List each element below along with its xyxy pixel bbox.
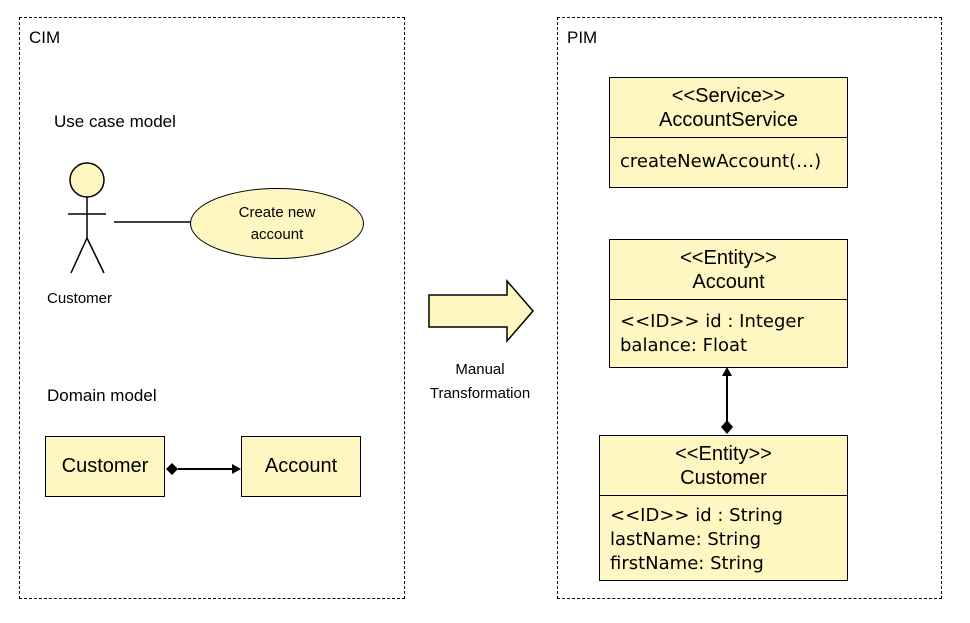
actor-head bbox=[69, 162, 105, 198]
arrowhead bbox=[722, 367, 732, 376]
account-stereotype: <<Entity>> bbox=[680, 246, 777, 269]
account-class-header: <<Entity>> Account bbox=[610, 240, 847, 300]
domain-association bbox=[166, 463, 241, 475]
use-case-model-heading: Use case model bbox=[54, 112, 176, 131]
transformation-arrow bbox=[428, 278, 534, 344]
customer-name: Customer bbox=[680, 466, 767, 489]
service-stereotype: <<Service>> bbox=[671, 84, 786, 107]
cim-panel bbox=[19, 17, 405, 599]
customer-stereotype: <<Entity>> bbox=[675, 442, 772, 465]
use-case-label: Create new account bbox=[238, 203, 316, 243]
domain-model-heading: Domain model bbox=[47, 386, 157, 405]
account-attr-balance: balance: Float bbox=[620, 335, 748, 356]
actor-figure bbox=[68, 162, 106, 274]
composition-diamond bbox=[166, 463, 178, 475]
service-class: <<Service>> AccountService createNewAcco… bbox=[609, 77, 848, 188]
transformation-line2: Transformation bbox=[429, 385, 531, 402]
pim-association bbox=[721, 367, 733, 434]
transformation-line1: Manual bbox=[455, 361, 505, 378]
service-class-header: <<Service>> AccountService bbox=[610, 78, 847, 138]
service-operation: createNewAccount(…) bbox=[620, 151, 822, 172]
domain-customer-label: Customer bbox=[61, 455, 149, 477]
use-case-create-account: Create new account bbox=[190, 188, 364, 259]
account-class-body: <<ID>> id : Integer balance: Float bbox=[610, 300, 847, 362]
arrowhead bbox=[232, 464, 241, 474]
customer-class-header: <<Entity>> Customer bbox=[600, 436, 847, 496]
domain-account-label: Account bbox=[264, 455, 338, 477]
customer-attr-id: <<ID>> id : String bbox=[610, 505, 783, 526]
actor-label: Customer bbox=[47, 290, 113, 307]
account-attr-id: <<ID>> id : Integer bbox=[620, 311, 804, 332]
account-class: <<Entity>> Account <<ID>> id : Integer b… bbox=[609, 239, 848, 368]
pim-panel bbox=[557, 17, 942, 599]
customer-class: <<Entity>> Customer <<ID>> id : String l… bbox=[599, 435, 848, 581]
composition-diamond bbox=[721, 420, 733, 434]
customer-class-body: <<ID>> id : String lastName: String firs… bbox=[600, 496, 847, 580]
actor-left-leg bbox=[70, 237, 88, 274]
transformation-label: Manual Transformation bbox=[412, 358, 548, 406]
domain-customer-box: Customer bbox=[45, 436, 165, 497]
domain-account-box: Account bbox=[241, 436, 361, 497]
cim-title: CIM bbox=[29, 28, 61, 47]
account-name: Account bbox=[692, 270, 765, 293]
service-name: AccountService bbox=[659, 108, 798, 131]
customer-attr-lastname: lastName: String bbox=[610, 529, 762, 550]
pim-title: PIM bbox=[567, 28, 598, 47]
customer-attr-firstname: firstName: String bbox=[610, 553, 764, 574]
actor-right-leg bbox=[86, 237, 105, 274]
service-class-body: createNewAccount(…) bbox=[610, 138, 847, 178]
